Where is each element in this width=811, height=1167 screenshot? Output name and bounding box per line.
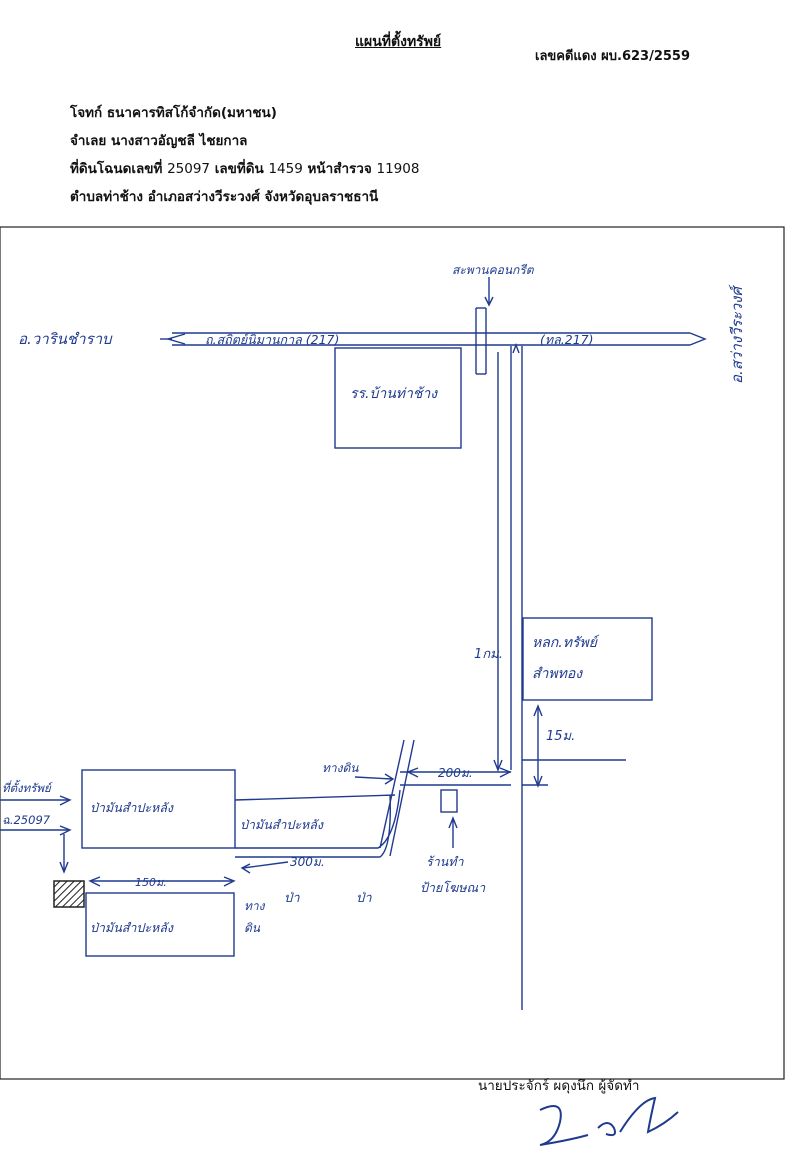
- distance-300m-label: 300ม.: [290, 855, 325, 869]
- distance-15m-label: 15ม.: [546, 729, 575, 744]
- side-road-arrow-up-icon: [512, 343, 520, 354]
- dirt-road-pointer-arrow: [354, 773, 395, 785]
- govt-office-box: [522, 617, 653, 701]
- deed-number: 25097: [167, 161, 211, 177]
- land-number: 1459: [268, 161, 303, 177]
- property-road-upper: [234, 794, 396, 801]
- deed-label: ที่ดินโฉนดเลขที่: [70, 161, 163, 177]
- left-destination-label: อ.วารินชำราบ: [18, 330, 113, 348]
- preparer-line: นายประจักร์ ผดุงนึก ผู้จัดทำ: [478, 1078, 640, 1094]
- forest-label-2: ป่า: [356, 891, 372, 906]
- distance-200m-label: 200ม.: [438, 766, 473, 780]
- cassava-field-1: [81, 769, 236, 849]
- defendant-line: จำเลย นางสาวอัญชลี ไชยกาล: [70, 133, 248, 149]
- bridge-pointer-arrow: [484, 277, 494, 307]
- property-arrow-head-2: [59, 825, 72, 836]
- dirt-road-diagonal-left: [379, 739, 405, 849]
- property-parcel: [53, 880, 85, 908]
- location-line: ตำบลท่าช้าง อำเภอสว่างวีระวงศ์ จังหวัดอุ…: [70, 189, 379, 205]
- property-road-curve-inner: [235, 794, 391, 858]
- distance-300m-arrow: [240, 861, 289, 874]
- arrow-150m-left: [88, 876, 101, 887]
- property-road-curve: [235, 789, 401, 849]
- school-label: รร.บ้านท่าช้าง: [350, 386, 438, 402]
- govt-office-label-line1: หลก.ทรัพย์: [532, 634, 600, 651]
- land-number-label: เลขที่ดิน: [214, 161, 264, 177]
- cassava-field-3: [85, 892, 235, 957]
- bridge-label: สะพานคอนกรีต: [452, 263, 535, 277]
- shop-pointer-arrow: [448, 816, 458, 848]
- dirt-road-diagonal-right: [389, 739, 415, 857]
- main-road-label: ถ.สถิตย์นิมานกาล (217): [205, 332, 339, 347]
- case-number: เลขคดีแดง ผบ.623/2559: [535, 49, 691, 64]
- property-location-label: ที่ตั้งทรัพย์: [2, 779, 54, 795]
- map-frame: [0, 226, 785, 1080]
- signature: [539, 1096, 679, 1146]
- survey-label: หน้าสำรวจ: [307, 161, 372, 177]
- distance-150m-label: 150ม.: [135, 876, 167, 889]
- cassava-label-2: ป่ามันสำปะหลัง: [240, 817, 324, 832]
- dirt-road-label-2: ทาง: [244, 899, 266, 913]
- survey-number: 11908: [376, 161, 420, 177]
- shop-label-line1: ร้านทำ: [426, 854, 465, 869]
- distance-1km-arrow: [493, 759, 503, 772]
- dirt-road-label-3: ดิน: [244, 921, 261, 935]
- shop-box: [440, 789, 458, 813]
- dirt-road-label: ทางดิน: [322, 761, 359, 775]
- arrow-right-icon: [689, 332, 707, 346]
- distance-1km-label: 1กม.: [474, 647, 503, 662]
- deed-line: ที่ดินโฉนดเลขที่ 25097 เลขที่ดิน 1459 หน…: [70, 157, 419, 179]
- property-arrow-down: [59, 834, 69, 874]
- property-deed-label: ฉ.25097: [2, 813, 51, 827]
- school-box: [334, 347, 462, 449]
- arrow-150m-right: [223, 876, 236, 887]
- forest-label: ป่า: [284, 891, 300, 906]
- arrow-200m-right: [499, 767, 512, 778]
- govt-office-label-line2: สำพทอง: [532, 666, 583, 682]
- arrow-down-15m: [533, 775, 543, 788]
- cassava-label-1: ป่ามันสำปะหลัง: [90, 800, 174, 815]
- right-destination-label: อ.สว่างวีระวงศ์: [728, 284, 746, 384]
- cassava-label-3: ป่ามันสำปะหลัง: [90, 920, 174, 935]
- map-title: แผนที่ตั้งทรัพย์: [355, 34, 442, 50]
- plaintiff-line: โจทก์ ธนาคารทิสโก้จำกัด(มหาชน): [70, 105, 277, 121]
- shop-label-line2: ป้ายโฆษณา: [420, 880, 486, 895]
- arrow-up-15m: [533, 704, 543, 717]
- main-road-code-label: (ทล.217): [540, 332, 594, 347]
- property-arrow-head-1: [59, 795, 72, 806]
